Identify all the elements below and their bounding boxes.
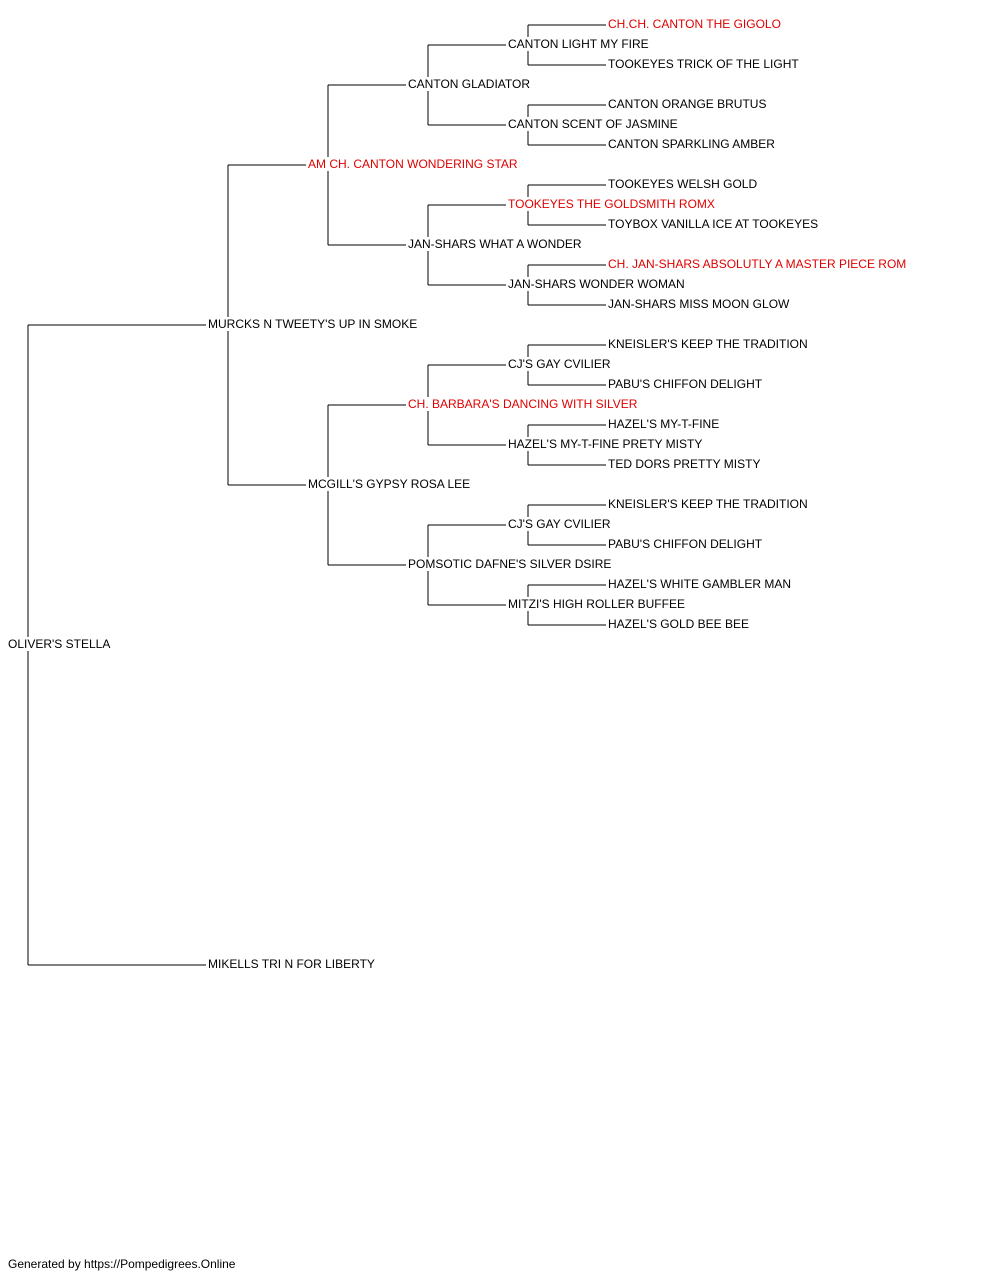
pedigree-entry-n10: CANTON LIGHT MY FIRE (508, 37, 651, 51)
pedigree-entry-n2: MURCKS N TWEETY'S UP IN SMOKE (208, 317, 420, 331)
pedigree-entry-n33: HAZEL'S GOLD BEE BEE (608, 617, 752, 631)
pedigree-entry-n8: CH. BARBARA'S DANCING WITH SILVER (408, 397, 640, 411)
pedigree-entry-n20: CANTON ORANGE BRUTUS (608, 97, 769, 111)
pedigree-entry-n28: HAZEL'S MY-T-FINE (608, 417, 722, 431)
pedigree-entry-n27: PABU'S CHIFFON DELIGHT (608, 377, 765, 391)
pedigree-entry-n32: HAZEL'S WHITE GAMBLER MAN (608, 577, 793, 591)
pedigree-entry-n14: CJ'S GAY CVILIER (508, 357, 613, 371)
pedigree-entry-n19: TOOKEYES TRICK OF THE LIGHT (608, 57, 801, 71)
pedigree-entry-n3: MIKELLS TRI N FOR LIBERTY (208, 957, 377, 971)
pedigree-entry-n4: AM CH. CANTON WONDERING STAR (308, 157, 520, 171)
pedigree-entry-n9: POMSOTIC DAFNE'S SILVER DSIRE (408, 557, 614, 571)
pedigree-entry-n18: CH.CH. CANTON THE GIGOLO (608, 17, 783, 31)
pedigree-entry-n7: JAN-SHARS WHAT A WONDER (408, 237, 584, 251)
pedigree-entry-n30: KNEISLER'S KEEP THE TRADITION (608, 497, 810, 511)
pedigree-entry-n11: CANTON SCENT OF JASMINE (508, 117, 680, 131)
pedigree-entry-n17: MITZI'S HIGH ROLLER BUFFEE (508, 597, 687, 611)
pedigree-entry-n12: TOOKEYES THE GOLDSMITH ROMX (508, 197, 717, 211)
pedigree-entry-n29: TED DORS PRETTY MISTY (608, 457, 763, 471)
pedigree-entry-n6: CANTON GLADIATOR (408, 77, 533, 91)
pedigree-entry-n13: JAN-SHARS WONDER WOMAN (508, 277, 687, 291)
pedigree-entry-n31: PABU'S CHIFFON DELIGHT (608, 537, 765, 551)
pedigree-entry-n15: HAZEL'S MY-T-FINE PRETY MISTY (508, 437, 705, 451)
footer-credit: Generated by https://Pompedigrees.Online (8, 1257, 236, 1271)
pedigree-entry-n26: KNEISLER'S KEEP THE TRADITION (608, 337, 810, 351)
pedigree-entry-n16: CJ'S GAY CVILIER (508, 517, 613, 531)
pedigree-entry-n24: CH. JAN-SHARS ABSOLUTLY A MASTER PIECE R… (608, 257, 909, 271)
pedigree-entry-n23: TOYBOX VANILLA ICE AT TOOKEYES (608, 217, 821, 231)
pedigree-entry-n21: CANTON SPARKLING AMBER (608, 137, 777, 151)
pedigree-entry-n25: JAN-SHARS MISS MOON GLOW (608, 297, 792, 311)
pedigree-entry-n1: OLIVER'S STELLA (8, 637, 113, 651)
pedigree-entry-n5: MCGILL'S GYPSY ROSA LEE (308, 477, 473, 491)
pedigree-entry-n22: TOOKEYES WELSH GOLD (608, 177, 760, 191)
